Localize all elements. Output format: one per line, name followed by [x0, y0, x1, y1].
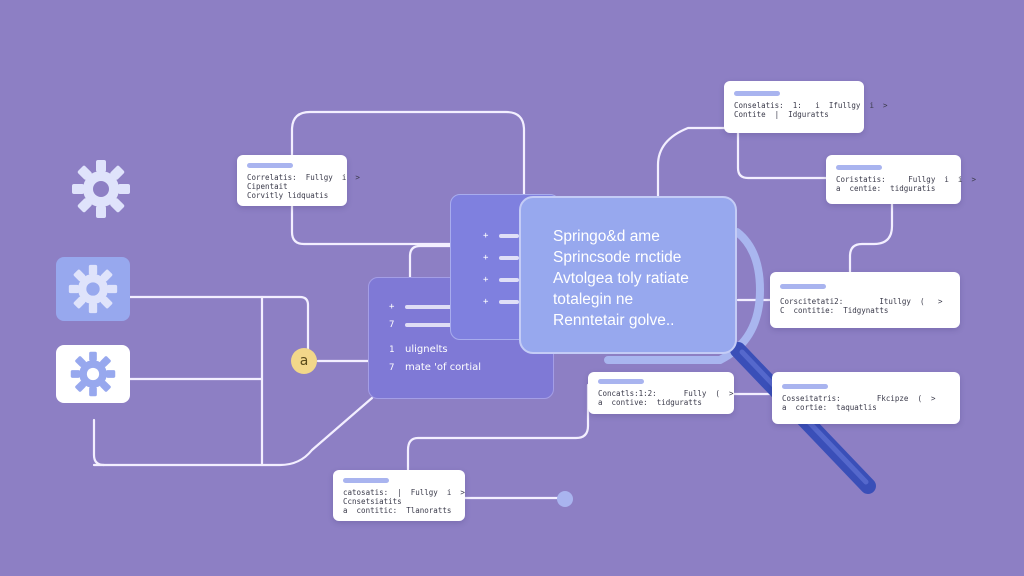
card-line: catosatis: | Fullgy i >: [343, 488, 465, 497]
row-bar: [499, 234, 519, 238]
connector-right-1b: [736, 126, 828, 180]
card-accent-bar: [598, 379, 644, 384]
card-accent-bar: [343, 478, 389, 483]
card-accent-bar: [247, 163, 293, 168]
card-accent-bar: [734, 91, 780, 96]
row-text: ulignelts: [405, 344, 448, 355]
row-bar: [499, 256, 519, 260]
left-panel-row: +: [389, 302, 453, 312]
left-panel-row: 7 mate 'of cortial: [389, 362, 481, 373]
row-marker: 7: [389, 320, 395, 330]
mid-panel-row: +: [483, 275, 519, 285]
connector-right-1: [656, 126, 726, 198]
row-marker: +: [483, 275, 489, 285]
mid-panel-row: +: [483, 231, 519, 241]
connector-left-mid: [408, 244, 454, 279]
info-card-right-mid: Corscitetati2: Itullgy ( > C contitie: T…: [770, 272, 960, 328]
card-line: Contite | Idguratts: [734, 110, 829, 119]
card-accent-bar: [782, 384, 828, 389]
mid-panel-row: +: [483, 297, 519, 307]
row-bar: [405, 323, 453, 327]
card-line: Cipentait: [247, 182, 288, 191]
row-marker: +: [483, 253, 489, 263]
connector-center-low-down: [406, 383, 590, 472]
row-marker: +: [483, 231, 489, 241]
gear-tile-bottom: [56, 345, 130, 403]
gear-icon: [72, 160, 130, 218]
card-line: Coristatis: Fullgy i i >: [836, 175, 976, 184]
node-badge-a: a: [291, 348, 317, 374]
main-panel-line: totalegin ne: [553, 291, 634, 308]
card-line: a centie: tidguratis: [836, 184, 936, 193]
card-line: Corvitly lidquatis: [247, 191, 329, 200]
gear-icon: [68, 264, 118, 314]
card-accent-bar: [780, 284, 826, 289]
card-line: Correlatis: Fullgy i >: [247, 173, 360, 182]
info-card-top-right-1: Conselatis: 1: i Ifullgy i > Contite | I…: [724, 81, 888, 133]
gear-tile-top: [68, 156, 134, 222]
main-text-panel: Springo&d ame Sprincsode rnctide Avtolge…: [519, 196, 737, 354]
card-line: a contitic: Tlanoratts: [343, 506, 452, 515]
connector-bus-bottom: [92, 396, 374, 467]
connector-bus-left: [92, 418, 106, 467]
row-bar: [499, 278, 519, 282]
card-accent-bar: [836, 165, 882, 170]
gear-icon: [70, 351, 116, 397]
card-line: Corscitetati2: Itullgy ( >: [780, 297, 943, 306]
left-panel-row: 7: [389, 320, 453, 330]
connector-end-dot: [557, 491, 573, 507]
info-card-right-low: Cosseitatris: Fkcipze ( > a cortie: taqu…: [772, 372, 960, 424]
row-marker: +: [483, 297, 489, 307]
connector-topleft-down: [290, 188, 452, 246]
row-bar: [405, 305, 453, 309]
main-panel-line: Sprincsode rnctide: [553, 249, 682, 266]
row-marker: +: [389, 302, 395, 312]
info-card-bottom: catosatis: | Fullgy i > Ccnsetsiatits a …: [333, 470, 465, 521]
connector-gear-middle: [128, 295, 310, 352]
gear-tile-middle: [56, 257, 130, 321]
left-panel-row: 1 ulignelts: [389, 344, 448, 355]
card-line: Concatls:1:2: Fully ( >: [598, 389, 734, 398]
card-line: Ccnsetsiatits: [343, 497, 402, 506]
info-card-top-left: Correlatis: Fullgy i > Cipentait Corvitl…: [237, 155, 360, 206]
connector-right-2: [848, 202, 894, 274]
info-card-top-right-2: Coristatis: Fullgy i i > a centie: tidgu…: [826, 155, 976, 204]
card-line: Conselatis: 1: i Ifullgy i >: [734, 101, 888, 110]
connector-topleft-loop: [290, 110, 526, 198]
card-line: Cosseitatris: Fkcipze ( >: [782, 394, 936, 403]
row-bar: [499, 300, 519, 304]
main-panel-line: Springo&d ame: [553, 228, 660, 245]
row-text: mate 'of cortial: [405, 362, 482, 373]
row-marker: 1: [389, 344, 395, 355]
main-panel-line: Renntetair golve..: [553, 312, 675, 329]
card-line: a cortie: taquatlis: [782, 403, 877, 412]
row-marker: 7: [389, 362, 395, 373]
card-line: a contive: tidguratts: [598, 398, 702, 407]
info-card-center-low: Concatls:1:2: Fully ( > a contive: tidgu…: [588, 372, 734, 414]
mid-panel-row: +: [483, 253, 519, 263]
card-line: C contitie: Tidgynatts: [780, 306, 889, 315]
main-panel-line: Avtolgea toly ratiate: [553, 270, 689, 287]
